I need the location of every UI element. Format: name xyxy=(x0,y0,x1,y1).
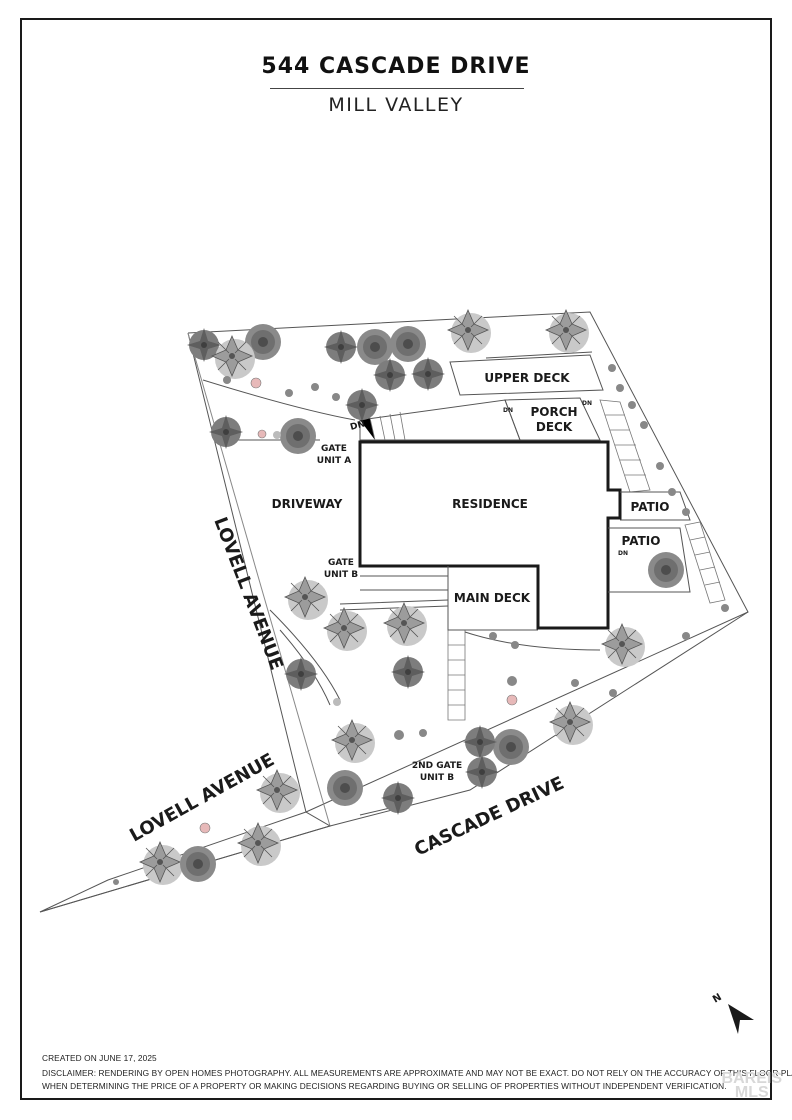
label-dn: DN xyxy=(582,400,592,407)
page-subtitle: MILL VALLEY xyxy=(328,94,464,116)
label-second-gate: 2ND GATE xyxy=(412,761,462,771)
tree-icon xyxy=(345,388,379,422)
residence-outline xyxy=(358,440,622,630)
tree-icon xyxy=(601,623,646,668)
label-residence: RESIDENCE xyxy=(452,497,528,511)
tree-icon xyxy=(284,657,318,691)
label-gate-a: GATE xyxy=(321,444,347,454)
label-unit-b: UNIT B xyxy=(324,570,358,580)
label-dn: DN xyxy=(618,550,628,557)
stairs xyxy=(359,399,726,721)
tree-icon xyxy=(390,326,426,362)
page-title: 544 CASCADE DRIVE xyxy=(261,54,531,79)
label-dn: DN xyxy=(503,407,513,414)
shrubs xyxy=(113,364,729,885)
north-label: N xyxy=(711,992,724,1006)
tree-icon xyxy=(331,719,376,764)
label-patio-upper: PATIO xyxy=(631,500,670,514)
tree-icon xyxy=(237,822,282,867)
tree-icon xyxy=(324,330,358,364)
tree-icon xyxy=(327,770,363,806)
label-upper-deck: UPPER DECK xyxy=(484,371,570,385)
tree-icon xyxy=(383,602,428,647)
tree-icon xyxy=(549,701,594,746)
tree-icon xyxy=(545,309,590,354)
tree-icon xyxy=(447,309,492,354)
tree-icon xyxy=(411,357,445,391)
tree-icon xyxy=(391,655,425,689)
tree-icon xyxy=(209,415,243,449)
mls-watermark: BAREIS MLS xyxy=(721,1070,782,1101)
label-main-deck: MAIN DECK xyxy=(454,591,531,605)
label-gate-b: GATE xyxy=(328,558,354,568)
watermark-top: BAREIS xyxy=(721,1070,782,1087)
tree-icon xyxy=(323,607,368,652)
tree-icon xyxy=(463,725,497,759)
tree-icon xyxy=(357,329,393,365)
tree-icon xyxy=(284,576,329,621)
tree-icon xyxy=(256,769,301,814)
disclaimer-line-1: DISCLAIMER: RENDERING BY OPEN HOMES PHOT… xyxy=(42,1068,792,1078)
label-porch-deck: DECK xyxy=(536,420,573,434)
north-arrow-icon: N xyxy=(711,992,754,1034)
watermark-bottom: MLS xyxy=(734,1084,769,1101)
street-cascade-drive: CASCADE DRIVE xyxy=(411,773,567,861)
label-porch: PORCH xyxy=(530,405,577,419)
label-dn: DN xyxy=(349,419,366,433)
tree-icon xyxy=(280,418,316,454)
street-lovell-avenue-side: LOVELL AVENUE xyxy=(209,514,287,673)
tree-icon xyxy=(180,846,216,882)
tree-icon xyxy=(493,729,529,765)
tree-icon xyxy=(648,552,684,588)
disclaimer-line-2: WHEN DETERMINING THE PRICE OF A PROPERTY… xyxy=(42,1081,727,1091)
label-unit-a: UNIT A xyxy=(317,456,351,466)
title-divider xyxy=(270,88,524,89)
upper-deck-area xyxy=(359,351,604,441)
tree-icon xyxy=(465,755,499,789)
tree-icon xyxy=(381,781,415,815)
deck-patio-lines xyxy=(339,491,691,651)
label-second-gate-unit: UNIT B xyxy=(420,773,454,783)
created-date: CREATED ON JUNE 17, 2025 xyxy=(42,1053,157,1063)
label-patio-lower: PATIO xyxy=(622,534,661,548)
tree-icon xyxy=(139,841,184,886)
label-driveway: DRIVEWAY xyxy=(272,497,343,511)
page-frame xyxy=(20,18,772,1100)
